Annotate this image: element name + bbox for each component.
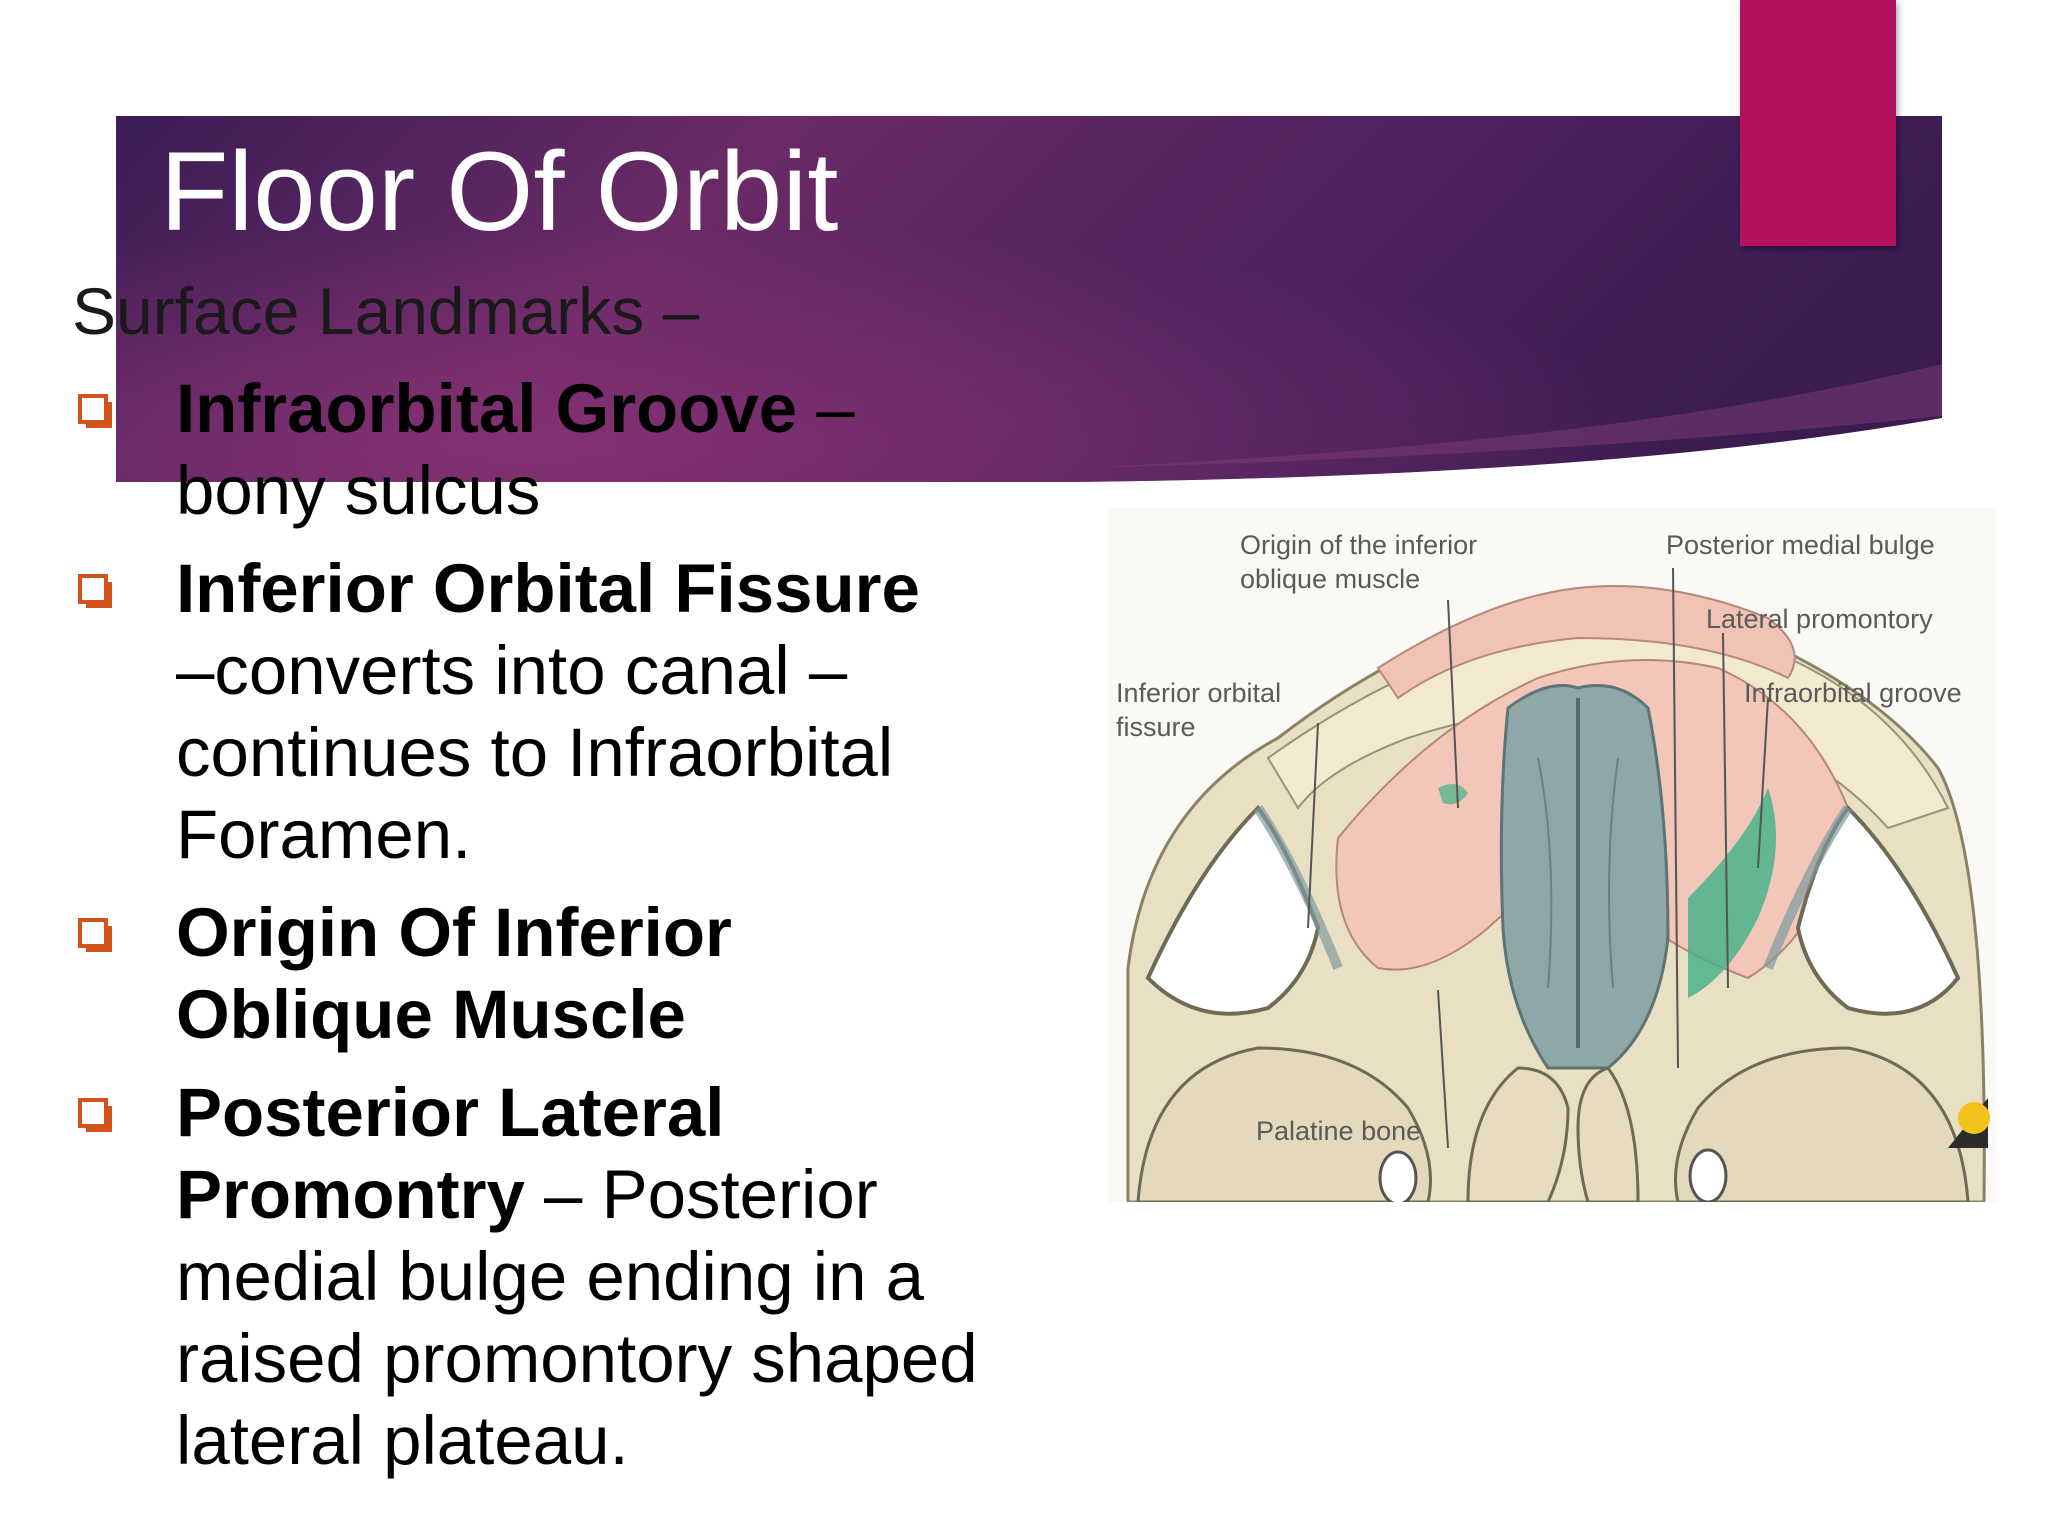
bullet-detail: Foramen. xyxy=(176,796,472,873)
bullet-origin-inferior-oblique: Origin Of Inferior Oblique Muscle xyxy=(72,892,1072,1056)
bullet-detail: lateral plateau. xyxy=(176,1402,629,1479)
figure-label: Palatine bone xyxy=(1256,1114,1421,1148)
figure-label-text: Origin of the inferior xyxy=(1240,530,1478,560)
figure-label: Lateral promontory xyxy=(1706,602,1933,636)
bullet-term: Origin Of Inferior xyxy=(176,894,732,971)
bullet-detail: bony sulcus xyxy=(176,452,541,529)
orbit-floor-illustration xyxy=(1108,508,1996,1202)
figure-label-text: Posterior medial bulge xyxy=(1666,530,1935,560)
figure-label-text: Palatine bone xyxy=(1256,1116,1422,1146)
orbit-floor-diagram: Origin of the inferior oblique muscle Po… xyxy=(1108,508,1996,1202)
slide-title: Floor Of Orbit xyxy=(160,129,839,254)
bullet-term: Oblique Muscle xyxy=(176,976,686,1053)
bullet-posterior-lateral-promontry: Posterior Lateral Promontry – Posterior … xyxy=(72,1072,1072,1482)
checkbox-square-icon xyxy=(78,394,112,428)
figure-label-text: fissure xyxy=(1116,712,1196,742)
bullet-term: Posterior Lateral xyxy=(176,1074,725,1151)
bullet-detail: – Posterior xyxy=(524,1156,878,1233)
figure-label-text: Inferior orbital xyxy=(1116,678,1282,708)
bullet-term: Infraorbital Groove xyxy=(176,370,798,447)
figure-label: Infraorbital groove xyxy=(1744,676,1962,710)
bullet-list: Infraorbital Groove – bony sulcus Inferi… xyxy=(72,368,1072,1498)
bullet-detail: continues to Infraorbital xyxy=(176,714,894,791)
title-banner xyxy=(116,116,1942,482)
accent-tab xyxy=(1740,0,1896,246)
bullet-detail: – xyxy=(797,370,855,447)
bullet-detail: raised promontory shaped xyxy=(176,1320,978,1397)
checkbox-square-icon xyxy=(78,918,112,952)
figure-label-text: oblique muscle xyxy=(1240,564,1421,594)
figure-label-text: Lateral promontory xyxy=(1706,604,1933,634)
bullet-infraorbital-groove: Infraorbital Groove – bony sulcus xyxy=(72,368,1072,532)
bullet-detail: medial bulge ending in a xyxy=(176,1238,925,1315)
figure-label: Origin of the inferior oblique muscle xyxy=(1240,528,1477,596)
checkbox-square-icon xyxy=(78,1098,112,1132)
bullet-term: Promontry xyxy=(176,1156,525,1233)
bullet-detail: –converts into canal – xyxy=(176,632,848,709)
slide-subtitle: Surface Landmarks – xyxy=(72,274,700,348)
bullet-inferior-orbital-fissure: Inferior Orbital Fissure –converts into … xyxy=(72,548,1072,876)
figure-label: Inferior orbital fissure xyxy=(1116,676,1281,744)
bullet-term: Inferior Orbital Fissure xyxy=(176,550,920,627)
checkbox-square-icon xyxy=(78,574,112,608)
figure-label-text: Infraorbital groove xyxy=(1744,678,1962,708)
figure-label: Posterior medial bulge xyxy=(1666,528,1935,562)
